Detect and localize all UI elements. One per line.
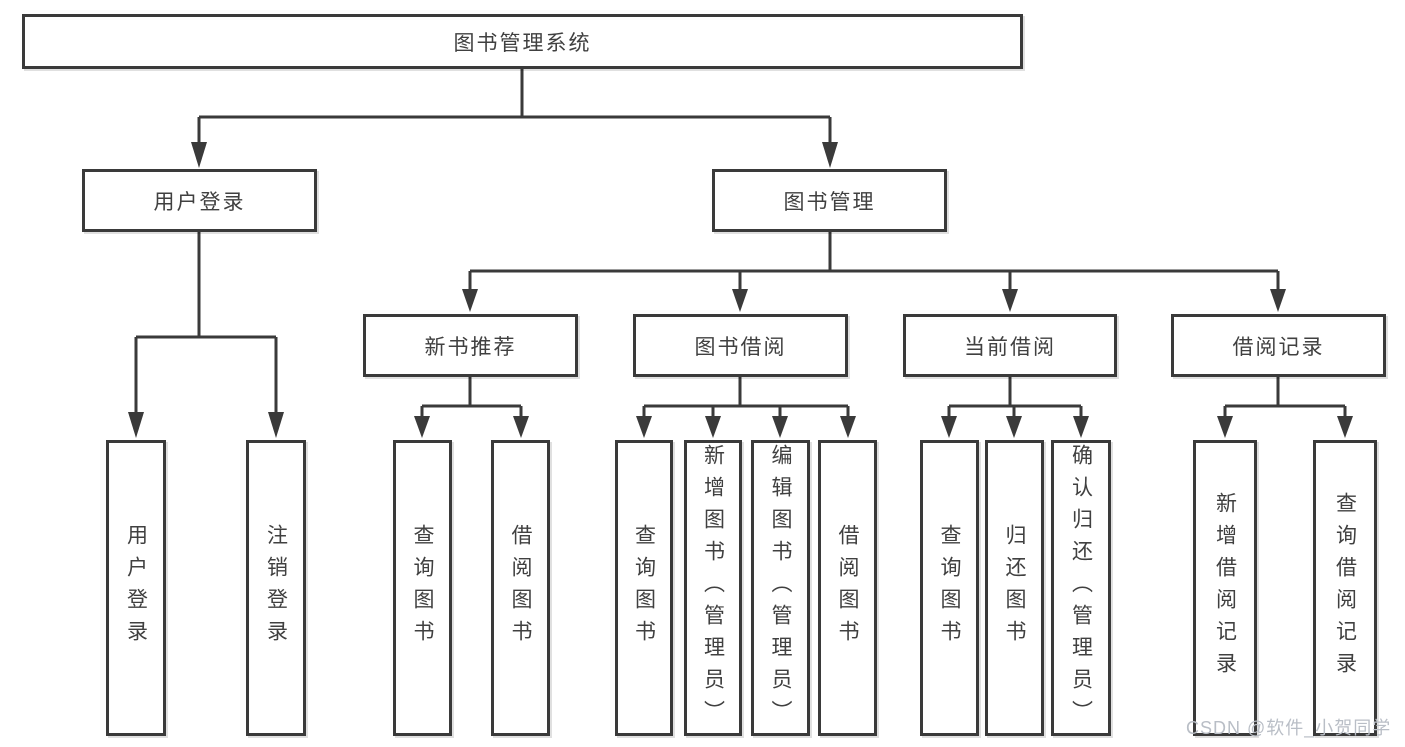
leaf-recommend-query-book-label: 查询图书	[411, 524, 434, 652]
node-current-borrow-label: 当前借阅	[964, 335, 1056, 359]
leaf-recommend-query-book: 查询图书	[393, 440, 452, 736]
leaf-borrow-query-book: 查询图书	[615, 440, 673, 736]
node-borrow-record-label: 借阅记录	[1232, 335, 1325, 359]
connector-user-login-children	[134, 232, 278, 412]
csdn-watermark: CSDN @软件_小贺同学	[1186, 718, 1392, 738]
leaf-logout: 注销登录	[246, 440, 306, 736]
leaf-borrow-book-label: 借阅图书	[836, 524, 859, 652]
connector-borrow-record-children	[1223, 377, 1347, 416]
node-root-label: 图书管理系统	[453, 31, 592, 55]
node-book-borrow: 图书借阅	[633, 314, 848, 377]
leaf-add-borrow-record-label: 新增借阅记录	[1213, 492, 1237, 684]
node-user-login-label: 用户登录	[153, 190, 246, 214]
node-new-book-recommend: 新书推荐	[363, 314, 578, 377]
connector-root-to-level2	[197, 69, 832, 142]
leaf-add-book-admin: 新增图书（管理员）	[684, 440, 742, 736]
leaf-confirm-return-admin: 确认归还（管理员）	[1051, 440, 1111, 736]
leaf-borrow-book: 借阅图书	[818, 440, 877, 736]
node-current-borrow: 当前借阅	[903, 314, 1117, 377]
node-borrow-record: 借阅记录	[1171, 314, 1386, 377]
connector-current-borrow-children	[947, 377, 1083, 416]
leaf-query-borrow-record: 查询借阅记录	[1313, 440, 1377, 736]
node-book-borrow-label: 图书借阅	[694, 335, 787, 359]
node-new-book-recommend-label: 新书推荐	[424, 335, 517, 359]
node-book-management: 图书管理	[712, 169, 947, 232]
leaf-add-book-admin-label: 新增图书（管理员）	[701, 444, 725, 732]
leaf-current-query-book-label: 查询图书	[938, 524, 961, 652]
leaf-borrow-query-book-label: 查询图书	[632, 524, 656, 652]
leaf-confirm-return-admin-label: 确认归还（管理员）	[1069, 444, 1093, 732]
leaf-edit-book-admin-label: 编辑图书（管理员）	[769, 444, 792, 732]
connector-book-mgmt-children	[468, 232, 1280, 289]
connector-new-book-children	[420, 377, 523, 416]
leaf-return-book-label: 归还图书	[1003, 524, 1026, 652]
leaf-edit-book-admin: 编辑图书（管理员）	[751, 440, 810, 736]
leaf-recommend-borrow-book-label: 借阅图书	[509, 524, 532, 652]
connector-book-borrow-children	[642, 377, 850, 416]
leaf-query-borrow-record-label: 查询借阅记录	[1333, 492, 1357, 684]
node-root-system: 图书管理系统	[22, 14, 1023, 69]
leaf-user-login-label: 用户登录	[124, 524, 148, 652]
leaf-logout-label: 注销登录	[264, 524, 288, 652]
node-book-management-label: 图书管理	[783, 190, 876, 214]
leaf-return-book: 归还图书	[985, 440, 1044, 736]
leaf-user-login: 用户登录	[106, 440, 166, 736]
leaf-current-query-book: 查询图书	[920, 440, 979, 736]
leaf-add-borrow-record: 新增借阅记录	[1193, 440, 1257, 736]
leaf-recommend-borrow-book: 借阅图书	[491, 440, 550, 736]
node-user-login: 用户登录	[82, 169, 317, 232]
